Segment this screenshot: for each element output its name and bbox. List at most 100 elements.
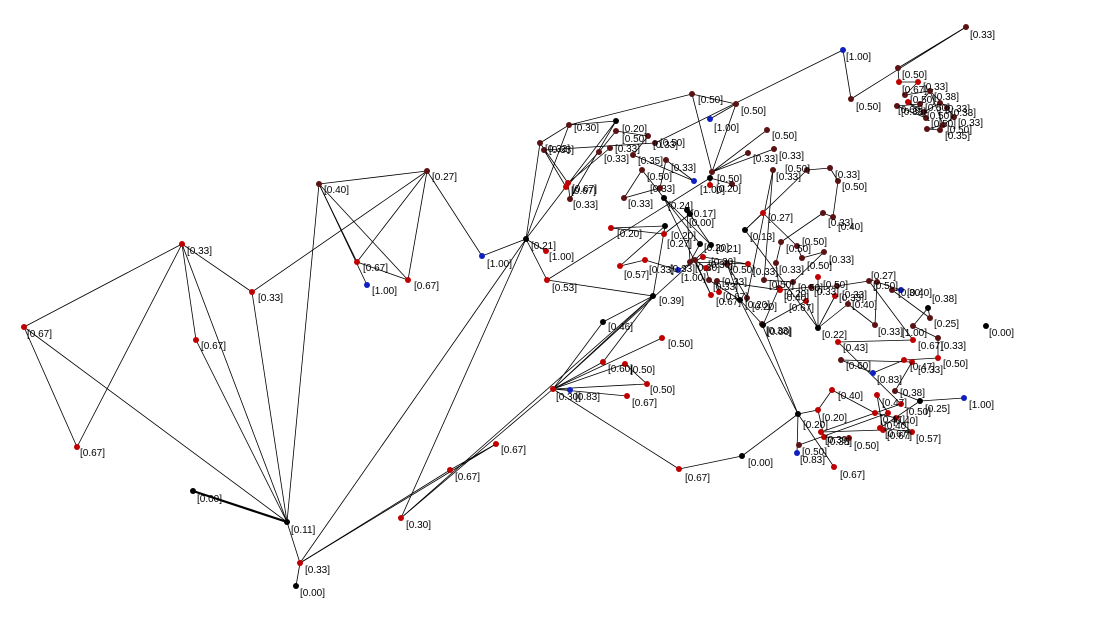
graph-node — [760, 210, 766, 216]
graph-node — [617, 263, 623, 269]
node-label: [0.21] — [716, 244, 741, 255]
graph-edge — [775, 241, 782, 264]
graph-edge — [525, 238, 548, 281]
graph-edge — [762, 300, 807, 326]
node-label: [0.33] — [839, 293, 864, 304]
graph-edge — [663, 197, 712, 296]
node-label: [0.33] — [814, 287, 839, 298]
node-label: [0.38] — [900, 388, 925, 399]
graph-node — [832, 293, 838, 299]
graph-edge — [904, 81, 919, 96]
graph-node — [827, 165, 833, 171]
graph-edge — [896, 105, 927, 119]
graph-edge — [711, 103, 737, 173]
graph-node — [831, 464, 837, 470]
graph-edge — [356, 170, 428, 263]
graph-edge — [552, 321, 604, 390]
graph-node — [613, 128, 619, 134]
graph-edge — [632, 154, 695, 182]
graph-edge — [817, 303, 849, 329]
graph-node — [935, 335, 941, 341]
node-label: [0.33] — [945, 104, 970, 115]
graph-edge — [726, 263, 748, 299]
graph-edge — [689, 243, 701, 263]
graph-edge — [837, 341, 902, 405]
graph-node — [687, 259, 693, 265]
graph-edge — [895, 417, 913, 433]
graph-node — [771, 146, 777, 152]
graph-edge — [552, 363, 626, 390]
graph-node — [567, 196, 573, 202]
graph-edge — [318, 183, 368, 286]
graph-node — [898, 401, 904, 407]
graph-edge — [602, 295, 654, 323]
graph-edge — [678, 455, 743, 470]
graph-edge — [726, 263, 741, 301]
graph-edge — [552, 388, 680, 470]
graph-edge — [691, 93, 737, 105]
node-label: [0.67] — [363, 263, 388, 274]
node-label: [0.30] — [574, 123, 599, 134]
graph-node — [724, 261, 730, 267]
graph-node — [770, 167, 776, 173]
graph-node — [708, 242, 714, 248]
graph-node — [895, 65, 901, 71]
graph-node — [880, 427, 886, 433]
graph-edge — [762, 287, 780, 326]
graph-node — [733, 101, 739, 107]
graph-edge — [709, 177, 733, 185]
node-label: [0.21] — [531, 241, 556, 252]
graph-node — [697, 241, 703, 247]
graph-edge — [686, 209, 691, 263]
node-label: [0.00] — [689, 218, 714, 229]
node-label: [0.00] — [300, 588, 325, 599]
node-label: [0.57] — [624, 270, 649, 281]
node-label: [0.33] — [545, 144, 570, 155]
node-label: [0.30] — [695, 263, 720, 274]
graph-edge — [894, 390, 921, 402]
graph-edge — [907, 101, 927, 119]
graph-edge — [299, 238, 527, 564]
graph-node — [893, 415, 899, 421]
graph-node — [835, 339, 841, 345]
graph-node — [898, 287, 904, 293]
graph-edge — [623, 187, 661, 199]
graph-edge — [552, 388, 628, 397]
node-label: [0.33] — [766, 326, 791, 337]
graph-edge — [810, 285, 838, 288]
graph-edge — [619, 225, 666, 267]
graph-node — [691, 178, 697, 184]
graph-node — [808, 284, 814, 290]
graph-edge — [400, 238, 527, 519]
node-label: [0.53] — [552, 283, 577, 294]
graph-node — [896, 79, 902, 85]
node-label: [1.00] — [681, 273, 706, 284]
graph-edge — [923, 102, 941, 113]
graph-node — [692, 257, 698, 263]
node-label: [0.33] — [615, 144, 640, 155]
graph-node — [940, 122, 946, 128]
graph-node — [795, 411, 801, 417]
graph-node — [944, 105, 950, 111]
graph-edge — [744, 229, 819, 329]
graph-edge — [195, 339, 288, 523]
graph-node — [249, 289, 255, 295]
graph-edge — [659, 159, 667, 189]
node-label: [0.83] — [575, 392, 600, 403]
graph-edge — [407, 170, 428, 281]
node-label: [0.20] — [803, 420, 828, 431]
node-label: [0.38] — [932, 294, 957, 305]
graph-node — [622, 361, 628, 367]
graph-edge — [652, 225, 666, 297]
node-label: [0.67] — [27, 329, 52, 340]
node-label: [0.20] — [784, 289, 809, 300]
graph-node — [650, 293, 656, 299]
node-label: [0.00] — [748, 458, 773, 469]
node-label: [0.67] — [201, 341, 226, 352]
graph-edge — [792, 251, 825, 283]
node-label: [0.33] — [753, 267, 778, 278]
graph-node — [983, 323, 989, 329]
graph-node — [354, 259, 360, 265]
graph-edge — [823, 436, 850, 439]
graph-node — [872, 322, 878, 328]
